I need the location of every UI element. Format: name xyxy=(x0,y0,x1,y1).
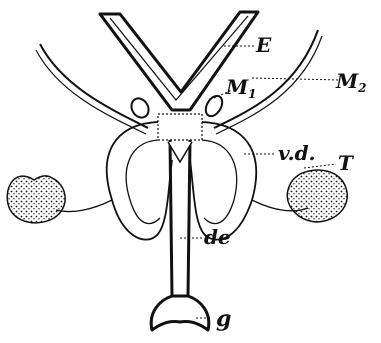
label-vd: v.d. xyxy=(278,141,316,165)
testis-right xyxy=(287,170,347,222)
label-m1: M1 xyxy=(225,75,257,101)
label-e: E xyxy=(255,33,272,57)
label-m1-sub: 1 xyxy=(248,87,256,101)
genital-armature xyxy=(151,296,209,330)
ductus-ejaculatorius xyxy=(168,140,192,296)
central-junction xyxy=(158,114,202,140)
label-de: de xyxy=(204,225,231,249)
testis-left xyxy=(7,176,65,223)
label-g: g xyxy=(216,306,231,332)
label-m2: M2 xyxy=(335,69,367,95)
label-m2-sub: 2 xyxy=(357,81,366,95)
label-t: T xyxy=(338,151,355,175)
